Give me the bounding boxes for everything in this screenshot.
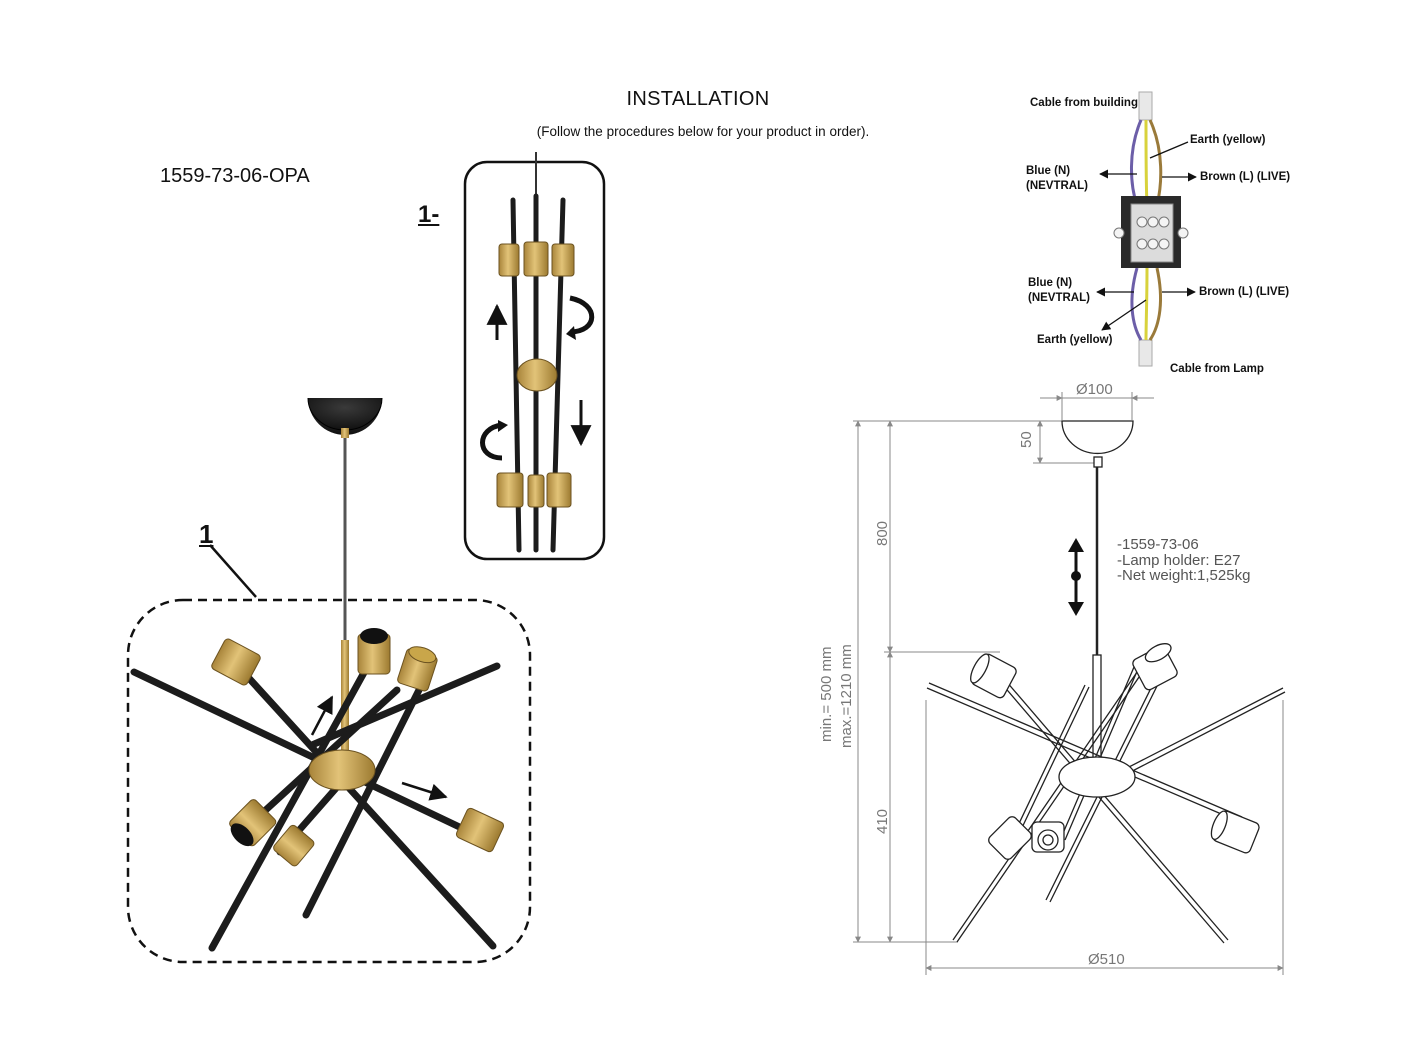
terminal-block [1130, 203, 1174, 263]
dim-width-diameter: Ø510 [1088, 951, 1125, 968]
lamp-line-drawing [926, 420, 1286, 944]
label-brown-top: Brown (L) (LIVE) [1200, 171, 1291, 183]
gold-clamps [496, 241, 575, 508]
canopy-collar [341, 428, 349, 438]
central-hub [308, 749, 376, 791]
spec-net-weight: -Net weight:1,525kg [1117, 567, 1251, 584]
wire-earth-bottom [1144, 267, 1149, 341]
rotate-cw-icon [569, 295, 595, 335]
label-blue-top-line2: (NEVTRAL) [1026, 180, 1088, 192]
socket [455, 807, 505, 853]
wire-brown-top [1148, 119, 1163, 206]
page-title: INSTALLATION [626, 88, 770, 110]
wire-earth-top [1144, 119, 1149, 206]
page-subtitle: (Follow the procedures below for your pr… [536, 124, 870, 139]
spec-block: -1559-73-06 -Lamp holder: E27 -Net weigh… [1117, 537, 1250, 584]
socket [357, 628, 391, 675]
callout-box [126, 598, 532, 964]
label-blue-top-line1: Blue (N) [1026, 165, 1071, 177]
socket [211, 638, 261, 686]
adjustable-height-icon [1068, 538, 1084, 616]
canopy-dome [307, 397, 383, 431]
model-code: 1559-73-06-OPA [160, 165, 310, 187]
building-cable-sheath [1138, 91, 1153, 121]
arrow-right-icon [401, 781, 448, 801]
label-blue-bottom-line1: Blue (N) [1028, 277, 1073, 289]
lamp-cable-sheath [1138, 339, 1153, 367]
label-cable-from-lamp: Cable from Lamp [1170, 363, 1264, 375]
label-cable-from-building: Cable from building [1030, 97, 1138, 109]
step1-panel [463, 152, 606, 561]
step-label: 1- [418, 201, 440, 228]
label-earth-bottom: Earth (yellow) [1037, 334, 1113, 346]
wiring-diagram [1096, 91, 1197, 367]
wire-blue-bottom [1130, 267, 1143, 341]
center-stem [341, 640, 349, 750]
label-blue-bottom: Blue (N) (NEVTRAL) [1028, 276, 1090, 306]
label-blue-top: Blue (N) (NEVTRAL) [1026, 164, 1088, 194]
dimension-drawing [853, 392, 1284, 975]
callout-leader [209, 544, 257, 598]
spec-model: -1559-73-06 [1117, 536, 1199, 553]
arrow-earth-bottom-icon [1101, 299, 1147, 331]
arrow-up-right-icon [310, 695, 334, 736]
label-brown-bottom: Brown (L) (LIVE) [1199, 286, 1290, 298]
wire-blue-top [1130, 119, 1143, 206]
lamp-illustration [126, 397, 532, 964]
dim-canopy-diameter: Ø100 [1076, 381, 1113, 398]
socket [397, 646, 438, 692]
callout-number: 1 [199, 519, 214, 549]
label-blue-bottom-line2: (NEVTRAL) [1028, 292, 1090, 304]
label-earth-top: Earth (yellow) [1190, 134, 1266, 146]
leader-earth-top [1149, 141, 1189, 159]
canopy-outline [1061, 420, 1134, 455]
wire-brown-bottom [1148, 267, 1163, 341]
lamp-sockets [211, 628, 505, 867]
spec-lamp-holder: -Lamp holder: E27 [1117, 551, 1241, 569]
socket [229, 799, 277, 847]
socket [273, 824, 315, 867]
rotate-ccw-icon [480, 422, 503, 461]
lamp-arms [130, 636, 501, 952]
line-sockets [970, 643, 1260, 860]
